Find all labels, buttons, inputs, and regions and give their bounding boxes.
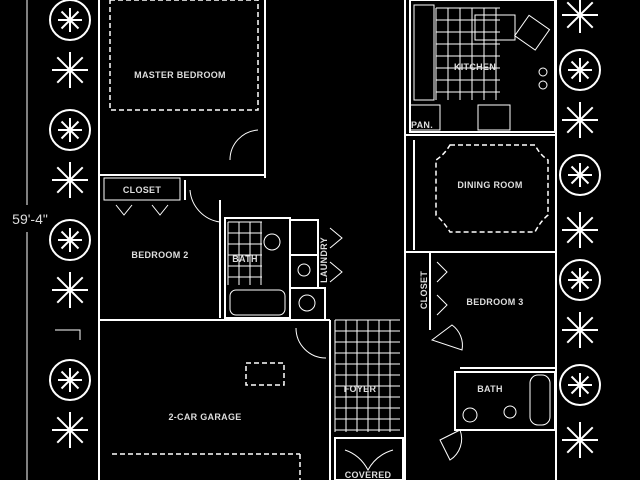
covered-entry-label: COVERED bbox=[345, 470, 392, 480]
kitchen-label: KITCHEN bbox=[454, 62, 496, 72]
tree-icon bbox=[49, 109, 91, 151]
foyer-label: FOYER bbox=[344, 384, 377, 394]
foyer: FOYER COVERED bbox=[334, 319, 404, 480]
closet-label: CLOSET bbox=[123, 185, 162, 195]
tree-icon bbox=[559, 154, 601, 196]
pantry-label: PAN. bbox=[411, 120, 433, 130]
bedroom-2-label: BEDROOM 2 bbox=[131, 250, 188, 260]
tree-icon bbox=[559, 364, 601, 406]
dining-room: DINING ROOM bbox=[405, 134, 556, 250]
tree-icon bbox=[562, 102, 598, 138]
tree-icon bbox=[49, 0, 91, 41]
master-bedroom-label: MASTER BEDROOM bbox=[134, 70, 226, 80]
laundry: LAUNDRY bbox=[289, 219, 343, 321]
tree-icon bbox=[562, 0, 598, 33]
dimension-line: 59'-4" bbox=[12, 0, 48, 480]
tree-icon bbox=[52, 162, 88, 198]
overall-dimension-label: 59'-4" bbox=[12, 211, 48, 227]
tree-icon bbox=[52, 272, 88, 308]
tree-icon bbox=[562, 422, 598, 458]
dining-room-label: DINING ROOM bbox=[457, 180, 522, 190]
tree-icon bbox=[559, 259, 601, 301]
tree-icon bbox=[49, 219, 91, 261]
landscape-trees bbox=[49, 0, 601, 458]
bath-2-label: BATH bbox=[477, 384, 503, 394]
tree-icon bbox=[562, 212, 598, 248]
tree-icon bbox=[562, 312, 598, 348]
laundry-label: LAUNDRY bbox=[319, 237, 329, 283]
kitchen: KITCHEN PAN. bbox=[409, 0, 556, 133]
closet-2-label: CLOSET bbox=[419, 271, 429, 310]
bedroom-2: CLOSET BEDROOM 2 bbox=[103, 177, 221, 318]
bath-2: BATH bbox=[439, 371, 556, 461]
master-bedroom: MASTER BEDROOM bbox=[99, 0, 266, 178]
tree-icon bbox=[559, 49, 601, 91]
garage-label: 2-CAR GARAGE bbox=[168, 412, 241, 422]
bedroom-3: CLOSET BEDROOM 3 bbox=[405, 251, 556, 369]
tree-icon bbox=[52, 52, 88, 88]
bath-1-label: BATH bbox=[232, 254, 258, 264]
tree-icon bbox=[52, 412, 88, 448]
bedroom-3-label: BEDROOM 3 bbox=[466, 297, 523, 307]
tree-icon bbox=[49, 359, 91, 401]
garage: 2-CAR GARAGE bbox=[55, 319, 331, 480]
bath-1: BATH bbox=[224, 217, 291, 319]
